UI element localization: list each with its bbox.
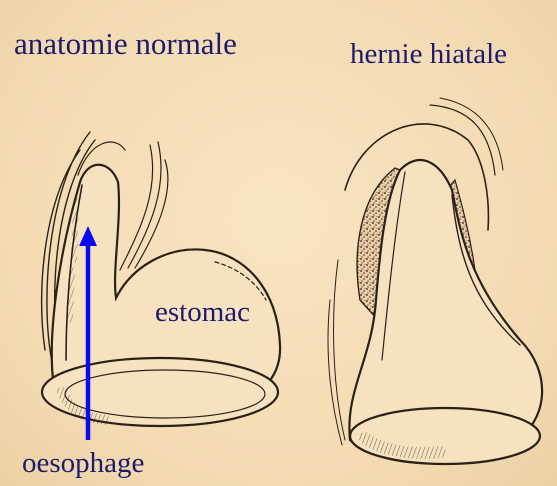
hernia-base-ring — [350, 408, 540, 464]
hiatal-hernia-drawing — [328, 98, 542, 464]
title-normal-anatomy: anatomie normale — [14, 28, 237, 59]
label-esophagus: oesophage — [22, 449, 144, 478]
hernia-outer-arc-2 — [430, 105, 495, 175]
label-stomach: estomac — [155, 298, 250, 327]
normal-anatomy-drawing — [42, 132, 280, 426]
title-hiatal-hernia: hernie hiatale — [350, 40, 507, 69]
hernia-side-lines — [328, 260, 345, 445]
diaphragm-strokes-right — [120, 142, 168, 270]
